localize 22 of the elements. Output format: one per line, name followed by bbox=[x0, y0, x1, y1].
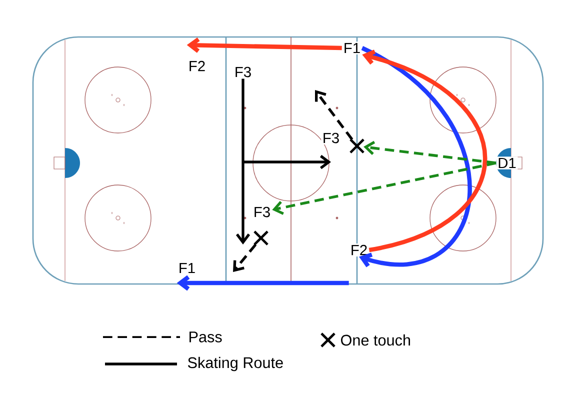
skating-arrow bbox=[362, 50, 487, 252]
skating-arrow bbox=[236, 78, 250, 245]
pass-arrow bbox=[272, 162, 496, 215]
player-label: F1 bbox=[342, 42, 362, 54]
pass-arrow bbox=[315, 90, 354, 140]
skating-arrow bbox=[186, 38, 342, 53]
player-label: F3 bbox=[252, 205, 272, 219]
legend-item: One touch bbox=[320, 332, 410, 348]
pass-arrow bbox=[233, 244, 257, 272]
legend-item: Skating Route bbox=[105, 356, 283, 372]
legend-item: Pass bbox=[103, 332, 222, 342]
skating-arrow bbox=[176, 275, 349, 291]
player-label: F3 bbox=[233, 65, 253, 79]
player-label: F2 bbox=[349, 244, 369, 256]
skating-arrow bbox=[359, 46, 472, 268]
skating-arrow bbox=[243, 154, 331, 170]
player-label: F1 bbox=[177, 262, 197, 274]
player-label: F2 bbox=[187, 60, 207, 72]
player-label: F3 bbox=[321, 131, 341, 145]
pass-arrow bbox=[364, 140, 496, 164]
one-touch-mark bbox=[349, 138, 365, 154]
one-touch-mark bbox=[253, 230, 269, 246]
